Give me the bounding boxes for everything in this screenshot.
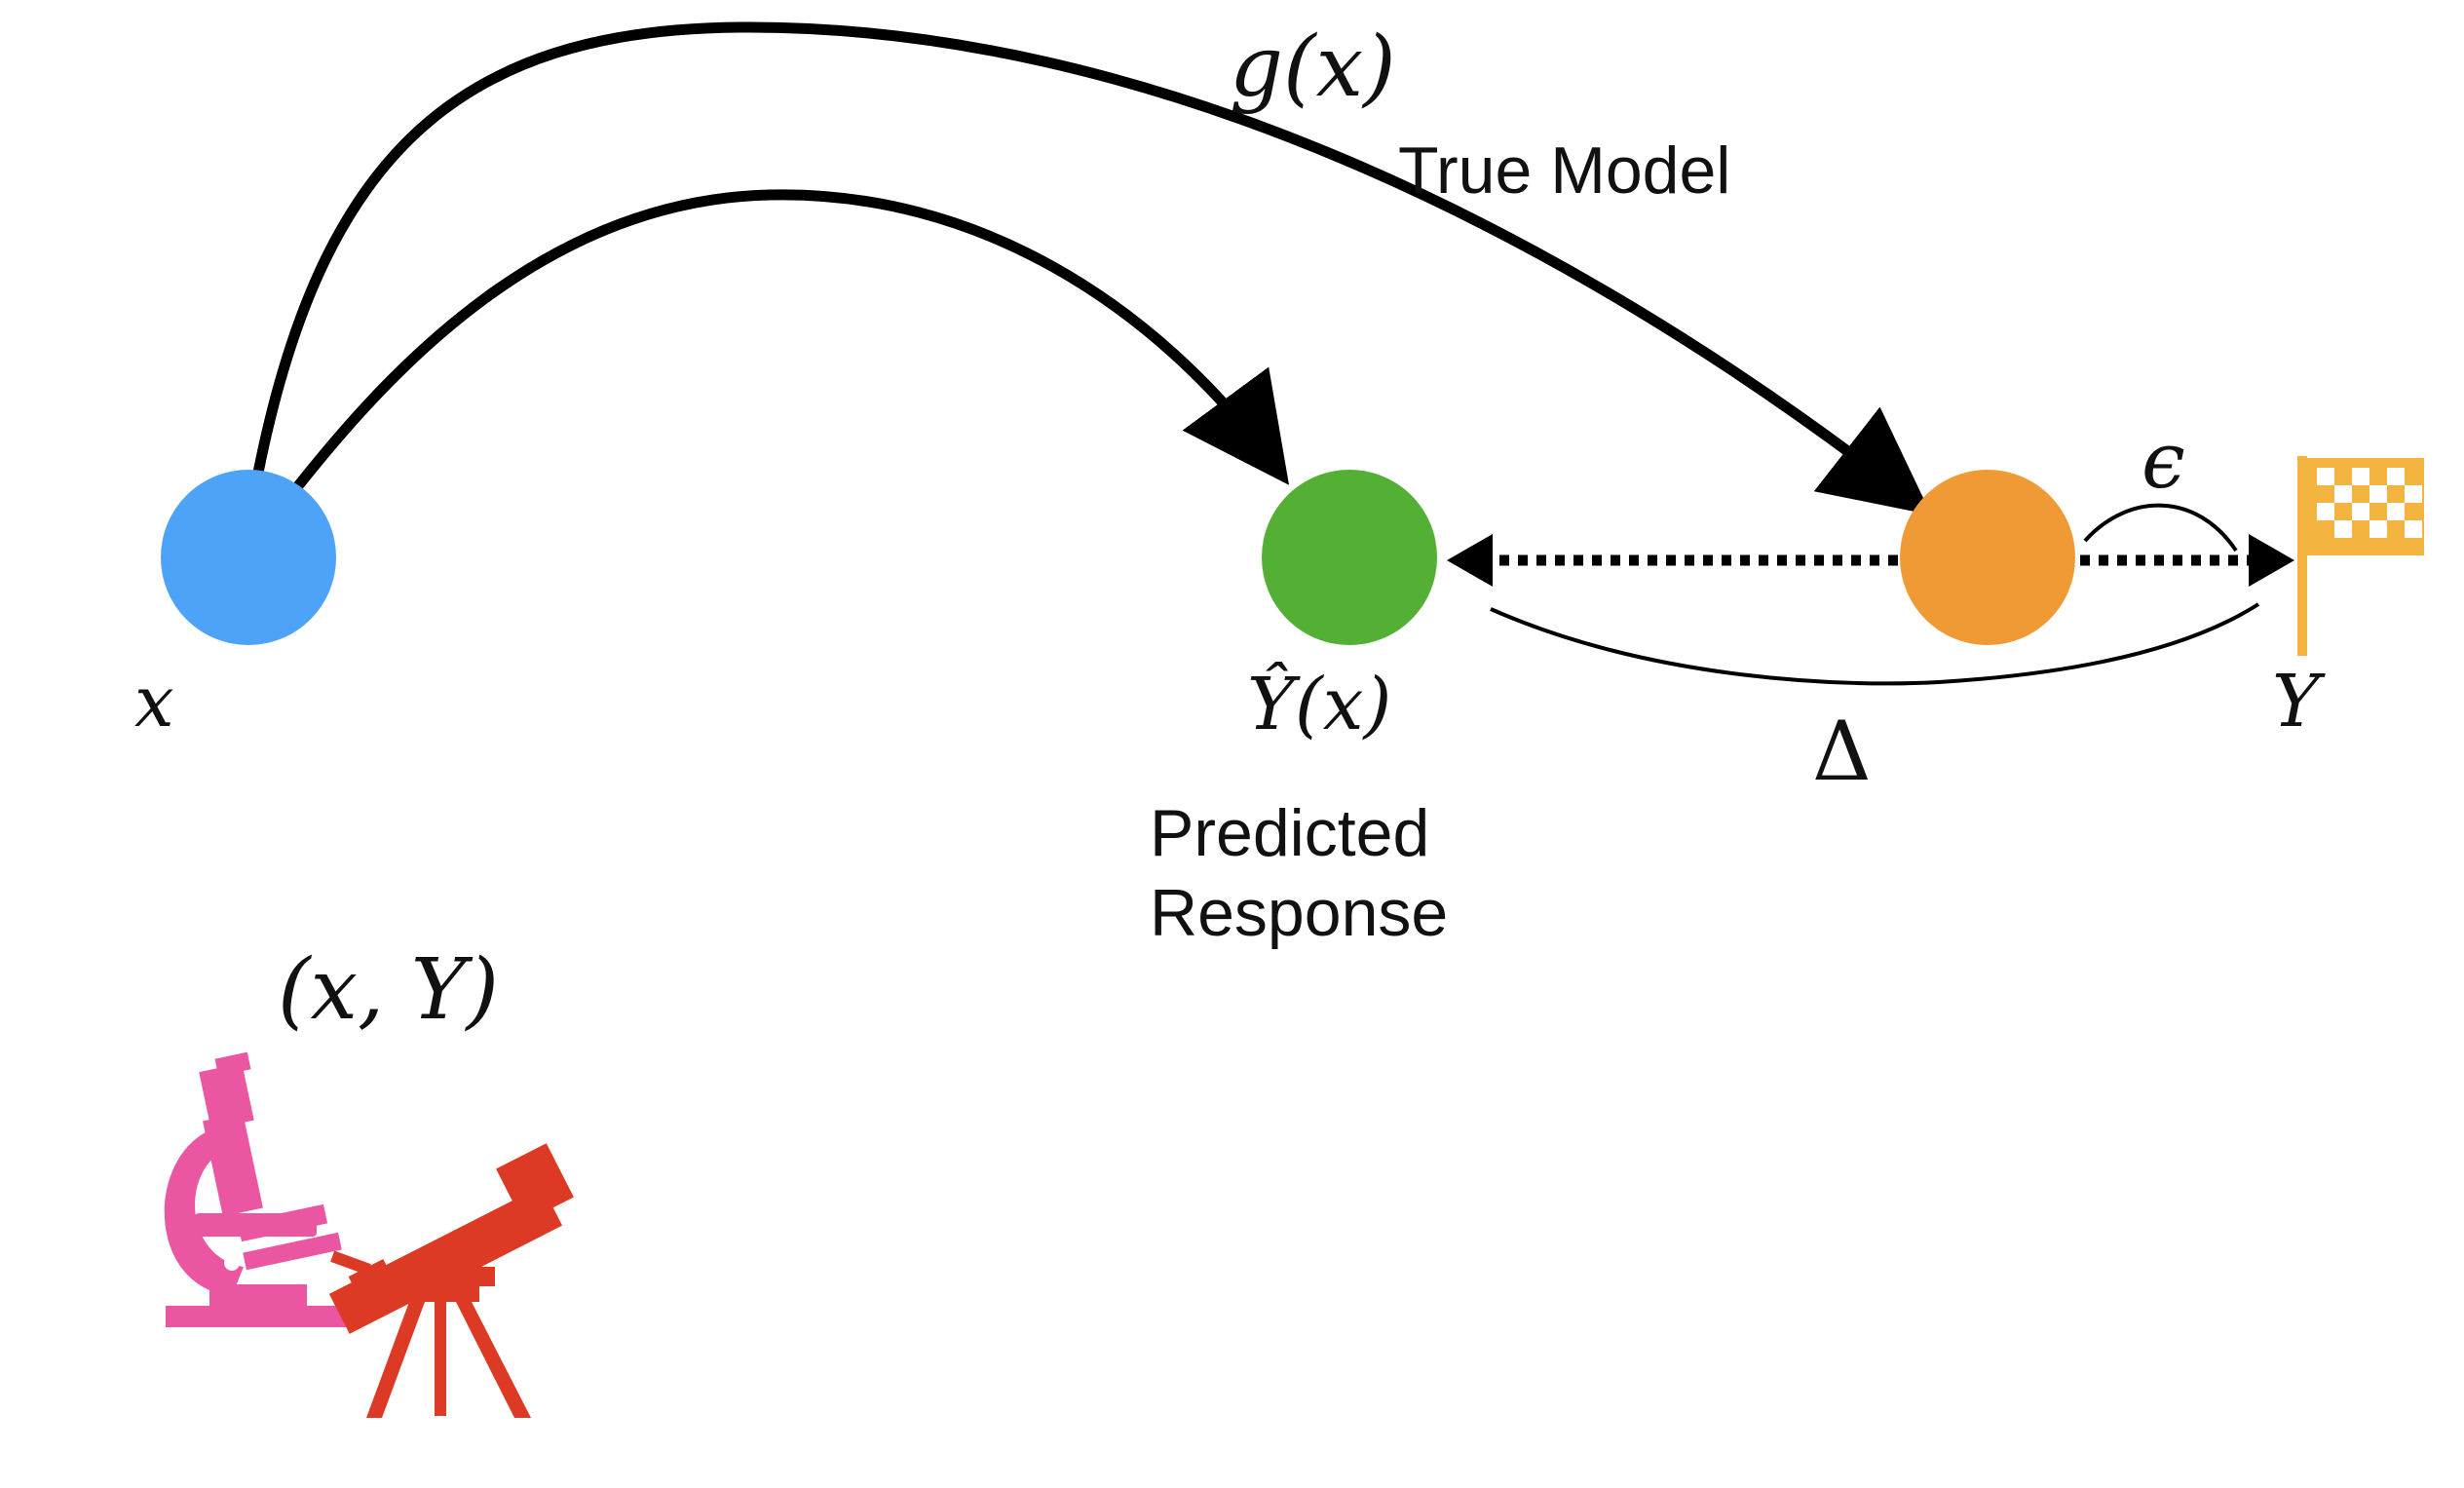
- error-arrowhead-left: [1447, 534, 1493, 587]
- input-node: [161, 470, 336, 645]
- delta-arc: [1490, 602, 2260, 686]
- telescope-icon: [328, 1143, 574, 1418]
- checkered-flag-icon: [2297, 456, 2424, 656]
- input-x-label: x: [134, 661, 174, 743]
- microscope-icon: [164, 1051, 351, 1327]
- true-model-label: True Model: [1398, 134, 1730, 208]
- epsilon-arc: [2083, 503, 2238, 553]
- predicted-y-hat-label: Ŷ(x): [1247, 661, 1391, 746]
- delta-label: Δ: [1812, 704, 1872, 799]
- true-value-node: [1900, 470, 2075, 645]
- predicted-response-line1: Predicted: [1150, 796, 1429, 870]
- epsilon-label: ϵ: [2142, 415, 2185, 506]
- data-pair-label: (x, Y): [278, 941, 499, 1039]
- target-y-label: Y: [2272, 660, 2326, 744]
- g-of-x-label: g(x): [1230, 19, 1396, 116]
- true-model-arrow: [252, 21, 1932, 515]
- predicted-node: [1262, 470, 1437, 645]
- predicted-response-line2: Response: [1150, 876, 1448, 950]
- predicted-model-arrow: [292, 189, 1290, 491]
- noise-arrowhead-right: [2249, 534, 2294, 587]
